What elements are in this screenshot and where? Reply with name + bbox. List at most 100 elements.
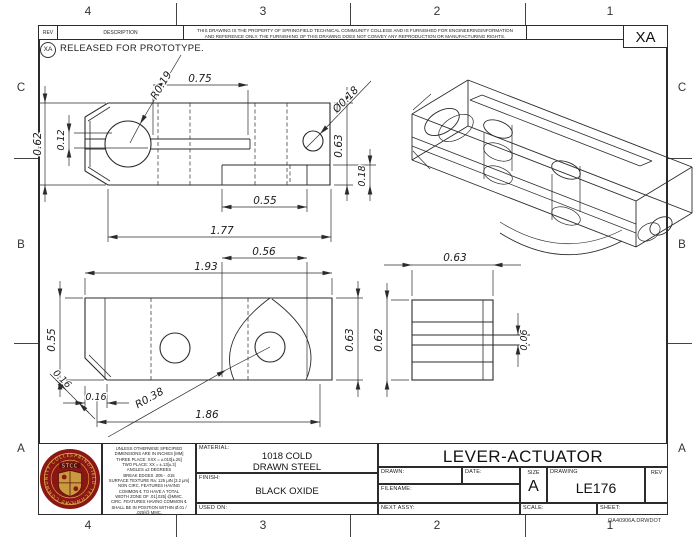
drawing-number-label: DRAWING (550, 469, 578, 475)
material-value-line2: DRAWN STEEL (252, 462, 322, 473)
plan-outline (84, 297, 333, 381)
size-value: A (528, 478, 539, 495)
size-cell: SIZE A (520, 467, 547, 503)
dim-plan-016: 0.16 (85, 392, 106, 403)
side-outline (411, 299, 494, 381)
dim-plan-016-diag: 0.16 (50, 368, 73, 391)
finish-cell: FINISH: BLACK OXIDE (196, 473, 378, 503)
tolerance-line: SHALL BE IN POSITION WITHIN Ø.01 / (111, 504, 187, 510)
material-value-line1: 1018 COLD (261, 451, 313, 462)
disclaimer-line2: AND REFERENCE ONLY. THE FURNISHING OF TH… (204, 33, 506, 39)
tolerance-line: .025]@ MMC. (136, 510, 162, 516)
size-label: SIZE (527, 470, 540, 476)
drawing-number-cell: DRAWING LE176 (547, 467, 645, 503)
zone-top-4: 4 (84, 4, 92, 18)
dim-front-012: 0.12 (56, 129, 67, 150)
dim-front-018: 0.18 (357, 165, 368, 186)
sheet-label: SHEET: (600, 505, 621, 511)
zone-top-3: 3 (259, 4, 267, 18)
disclaimer-cell: THIS DRAWING IS THE PROPERTY OF SPRINGFI… (183, 25, 527, 40)
rev-box-value: XA (635, 29, 656, 46)
material-cell: MATERIAL: 1018 COLD DRAWN STEEL (196, 443, 378, 473)
zone-left-C: C (16, 82, 26, 94)
dim-front-177: 1.77 (210, 225, 234, 237)
rev-header-label: REV (42, 30, 54, 36)
drawing-title: LEVER-ACTUATOR (442, 447, 604, 466)
plan-hole2-circle (254, 331, 286, 363)
tolerance-notes-cell: UNLESS OTHERWISE SPECIFIED DIMENSIONS AR… (102, 443, 196, 515)
drawing-number-value: LE176 (575, 480, 617, 496)
rev-header-cell: REV (38, 25, 58, 40)
dim-plan-056: 0.56 (252, 246, 276, 258)
dim-plan-186: 1.86 (195, 409, 219, 421)
zone-bottom-3: 3 (259, 518, 267, 532)
dim-front-055: 0.55 (253, 195, 277, 207)
dim-front-075: 0.75 (188, 73, 212, 85)
dim-plan-r038: R0.38 (133, 386, 166, 412)
logo-cell: SPRINGFIELD TECHNICAL COMMUNITY COLLEGE … (37, 440, 102, 515)
rev-box-cell: XA (623, 25, 668, 48)
dim-side-006: 0.06 (519, 329, 530, 350)
zone-tick (176, 515, 177, 537)
side-view-dimensions (384, 262, 521, 397)
tolerance-line: TWO PLACE: XX = ±.13[±.3] (122, 462, 176, 468)
dim-plan-063: 0.63 (344, 328, 356, 351)
zone-tick (14, 343, 38, 344)
scale-cell: SCALE: (520, 503, 597, 515)
revision-note-symbol: XA (40, 42, 56, 58)
iso-end-hole (649, 216, 673, 236)
front-view-dim-text: 0.75 R0.19 Ø0.18 0.62 0.12 0.63 0.18 0.5… (31, 68, 370, 239)
zone-tick (350, 515, 351, 537)
zone-tick (525, 515, 526, 537)
iso-clamp-bore (424, 107, 460, 137)
tolerance-line: CIRC. FEATURES HAVING COMMON ℄ (110, 499, 188, 505)
tolerance-line: DIMENSIONS ARE IN INCHES [MM] (114, 451, 184, 457)
front-outline (84, 102, 331, 186)
used-on-label: USED ON: (199, 505, 228, 511)
stcc-logo: SPRINGFIELD TECHNICAL COMMUNITY COLLEGE … (37, 440, 101, 510)
plan-r038-arc (229, 297, 271, 381)
material-label: MATERIAL: (199, 445, 230, 451)
dim-front-062: 0.62 (32, 132, 44, 156)
plan-view-dimensions (49, 255, 363, 438)
disclaimer-line1: THIS DRAWING IS THE PROPERTY OF SPRINGFI… (197, 28, 513, 33)
drawn-label: DRAWN: (381, 469, 405, 475)
tolerance-line: ANGLES ±2 DEGREES (126, 467, 172, 473)
title-cell: LEVER-ACTUATOR (378, 443, 668, 467)
date-cell: DATE: (462, 467, 520, 484)
iso-hole2-top (551, 160, 581, 180)
zone-bottom-2: 2 (433, 518, 441, 532)
zone-tick (525, 3, 526, 25)
zone-tick (350, 3, 351, 25)
zone-left-B: B (17, 239, 25, 251)
finish-label: FINISH: (199, 475, 220, 481)
side-view (411, 299, 530, 381)
zone-right-B: B (678, 239, 686, 251)
rev-cell-label: REV (650, 470, 663, 476)
dim-plan-055: 0.55 (46, 328, 58, 352)
zone-top-2: 2 (433, 4, 441, 18)
tolerance-line: SURFACE TEXTURE Ra: 125 μIN [3.2 μm] (108, 478, 190, 484)
tolerance-line: WIDTH ZONE OF .01[.025] @MMC. (115, 494, 183, 500)
filename-cell: FILENAME: (378, 484, 520, 503)
dim-front-063: 0.63 (333, 134, 345, 157)
front-view (84, 102, 331, 186)
logo-acronym: STCC (62, 463, 78, 469)
plan-view (84, 297, 333, 381)
scale-label: SCALE: (523, 505, 544, 511)
zone-right-C: C (677, 82, 687, 94)
zone-top-1: 1 (606, 4, 614, 18)
tolerance-line: THREE PLACE: XXX = ±.010[±.25] (116, 456, 182, 462)
isometric-view (411, 79, 693, 256)
zone-tick (14, 158, 38, 159)
finish-value: BLACK OXIDE (255, 486, 319, 497)
zone-right-A: A (678, 443, 686, 455)
dim-front-dia018: Ø0.18 (330, 84, 362, 116)
front-small-hole-circle (302, 130, 324, 152)
tolerance-line: NON CIRC. FEATURES HAVING (118, 483, 180, 489)
filename-label: FILENAME: (381, 486, 412, 492)
rev-cell: REV (645, 467, 668, 503)
zone-left-A: A (17, 443, 25, 455)
